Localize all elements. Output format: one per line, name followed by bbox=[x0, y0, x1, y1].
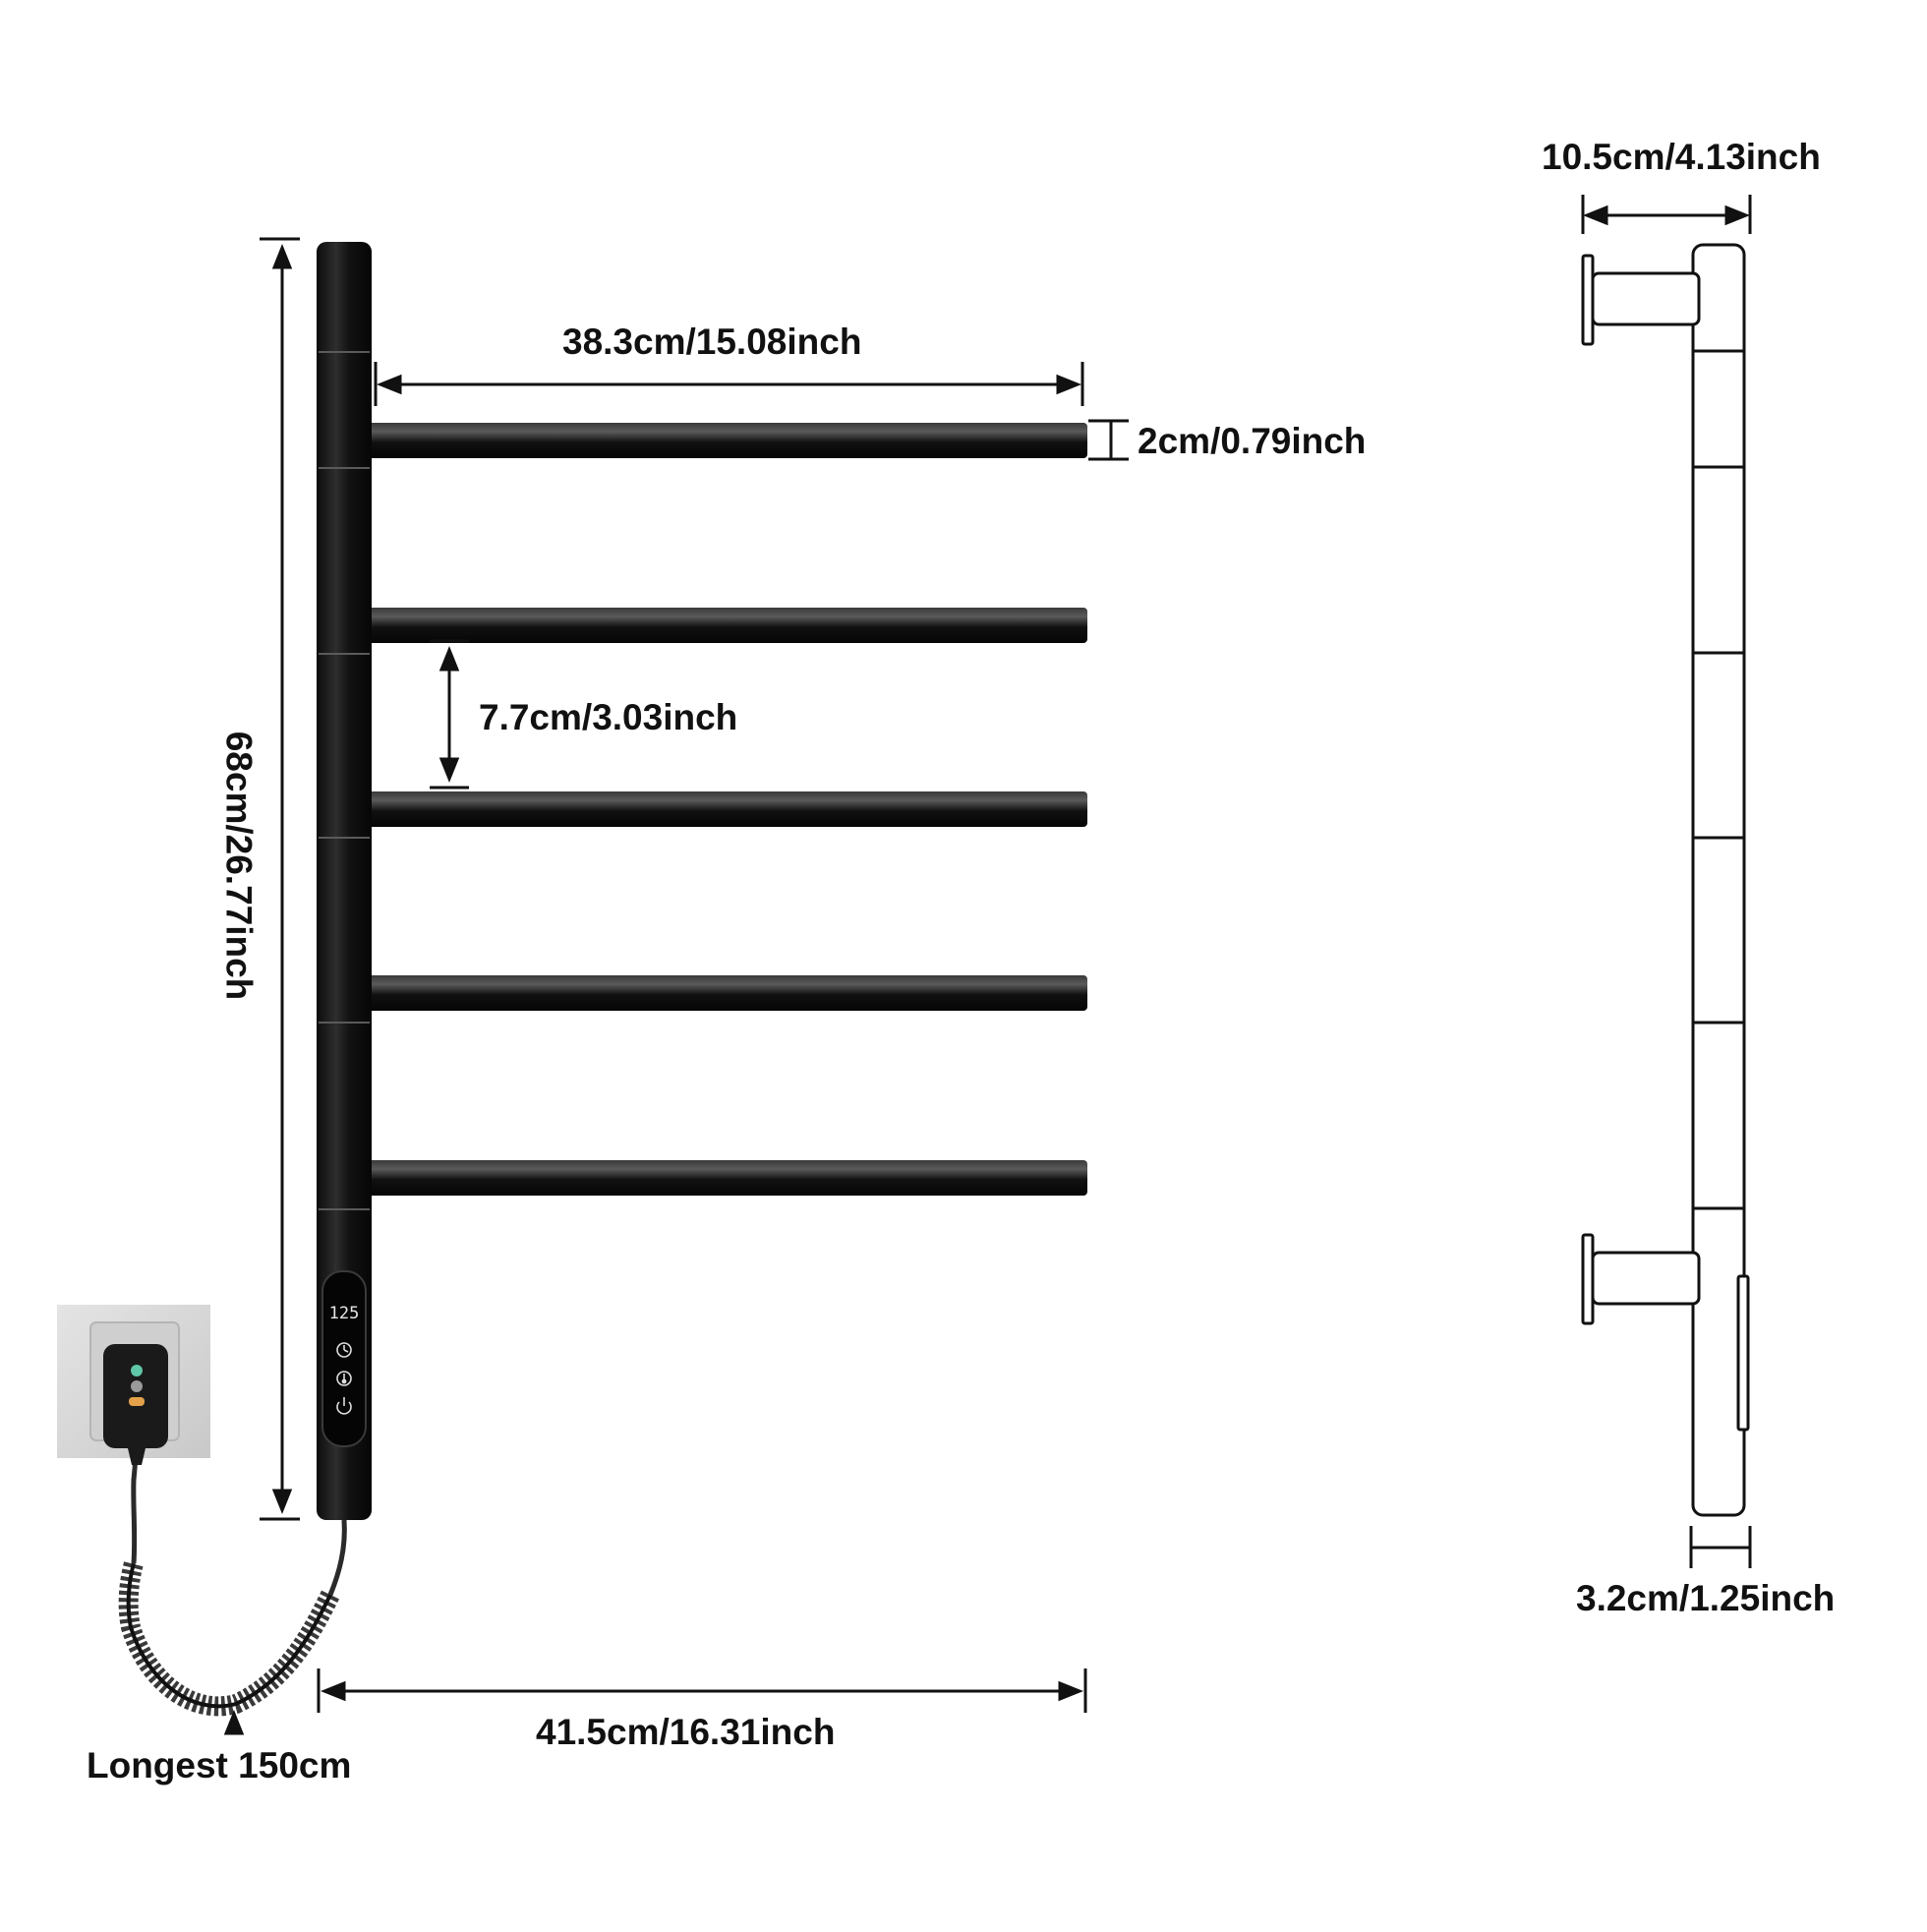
indicator-light bbox=[131, 1380, 143, 1392]
wall-depth-label: 10.5cm/4.13inch bbox=[1542, 137, 1821, 177]
towel-bar bbox=[366, 608, 1087, 643]
post-width-label: 3.2cm/1.25inch bbox=[1576, 1578, 1836, 1618]
cable-length-label: Longest 150cm bbox=[87, 1745, 352, 1786]
temperature-icon[interactable] bbox=[336, 1371, 352, 1386]
temperature-display: 125 bbox=[329, 1304, 360, 1323]
towel-bar bbox=[366, 1160, 1087, 1196]
side-control-panel bbox=[1736, 1274, 1750, 1432]
power-icon[interactable] bbox=[336, 1397, 352, 1415]
side-dimension-lines bbox=[1581, 195, 1752, 1568]
towel-bar bbox=[366, 975, 1087, 1011]
bar-diameter-label: 2cm/0.79inch bbox=[1138, 421, 1367, 461]
timer-icon[interactable] bbox=[336, 1342, 352, 1358]
front-dimension-lines bbox=[223, 237, 1129, 1735]
side-post bbox=[1691, 243, 1746, 1517]
total-height-label: 68cm/26.77inch bbox=[218, 731, 260, 1001]
wall-bracket-bottom bbox=[1581, 1233, 1701, 1325]
bar-spacing-label: 7.7cm/3.03inch bbox=[479, 697, 738, 737]
wall-plug bbox=[57, 1305, 210, 1465]
rack-front-view: 125 bbox=[57, 242, 1087, 1717]
coiled-cable bbox=[118, 1449, 347, 1717]
control-panel: 125 bbox=[321, 1270, 367, 1447]
wall-bracket-top bbox=[1581, 254, 1701, 346]
towel-bar bbox=[366, 791, 1087, 827]
total-width-label: 41.5cm/16.31inch bbox=[536, 1712, 836, 1752]
vertical-post bbox=[317, 242, 372, 1520]
towel-bar bbox=[366, 423, 1087, 458]
indicator-light bbox=[131, 1365, 143, 1376]
post-joints bbox=[319, 351, 370, 1210]
plug-body bbox=[103, 1344, 168, 1448]
indicator-light bbox=[129, 1397, 145, 1406]
rack-side-view bbox=[1581, 243, 1750, 1517]
bar-length-label: 38.3cm/15.08inch bbox=[562, 322, 862, 362]
side-post-joints bbox=[1693, 349, 1744, 1210]
